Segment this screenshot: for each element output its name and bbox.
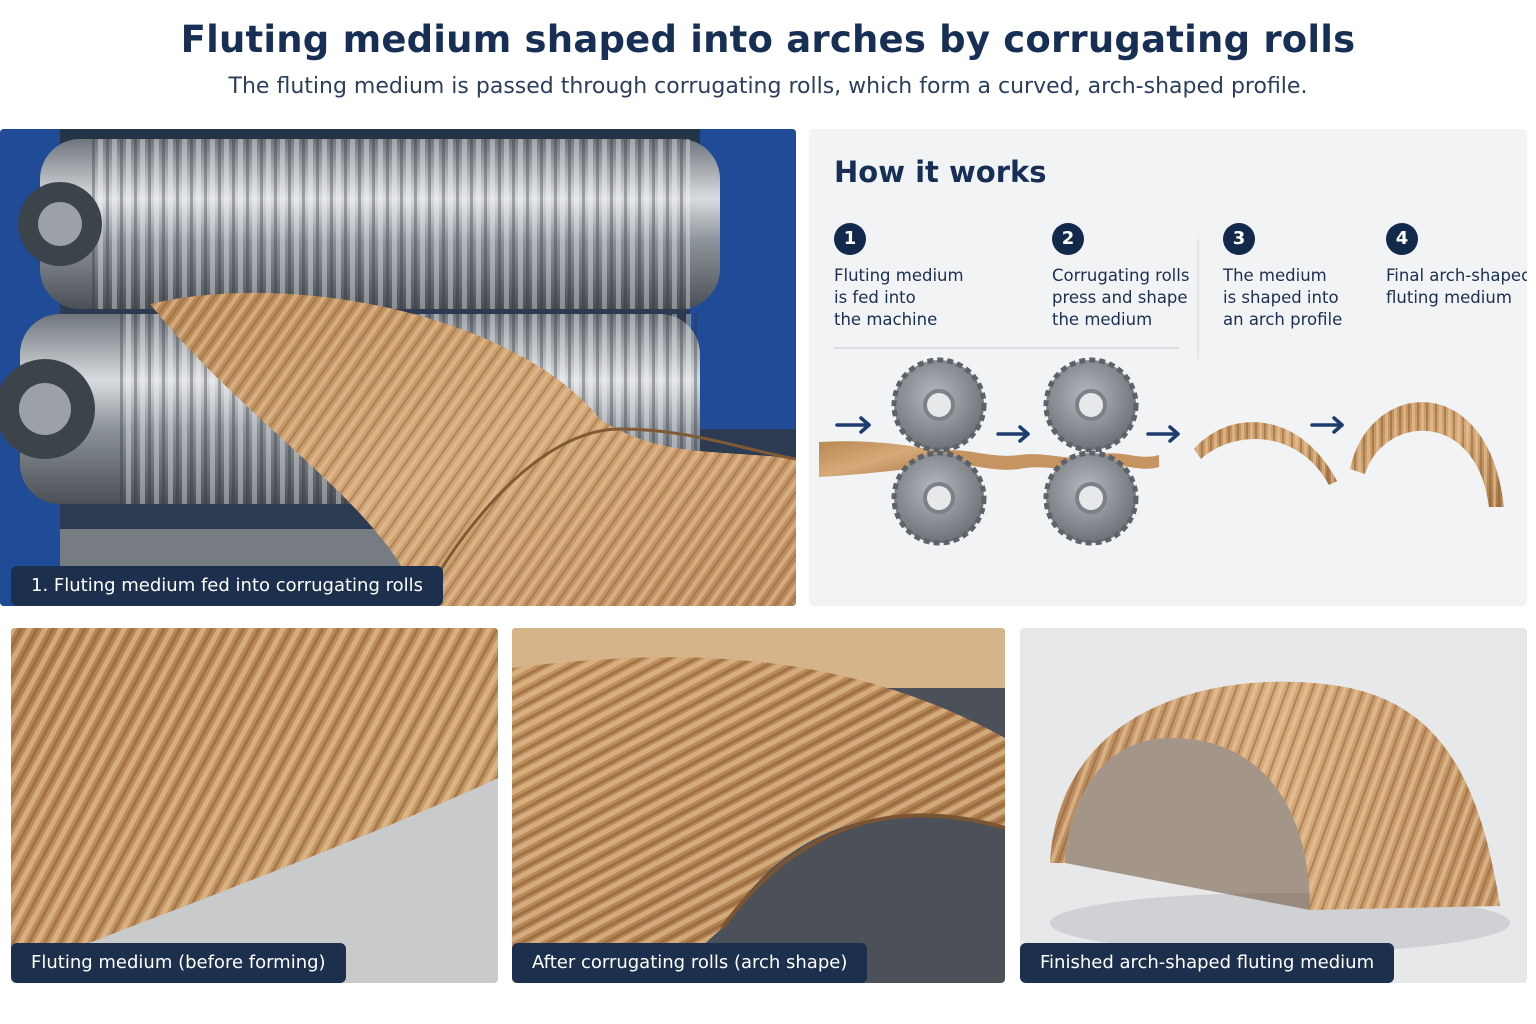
page-subtitle: The fluting medium is passed through cor… xyxy=(228,74,1308,99)
arrow-right-icon xyxy=(1146,425,1180,443)
finished-arch-photo-panel: Finished arch-shaped fluting medium xyxy=(1020,628,1527,983)
step-3-number: 3 xyxy=(1223,223,1255,255)
gear-icon xyxy=(1043,357,1139,453)
flat-medium-photo-panel: Fluting medium (before forming) xyxy=(11,628,498,983)
step-1-description: Fluting medium is fed into the machine xyxy=(834,266,964,329)
step-4-description: Final arch-shaped fluting medium xyxy=(1386,266,1527,307)
arrow-right-icon xyxy=(835,416,871,434)
step-2-number: 2 xyxy=(1052,223,1084,255)
finished-arch-illustration xyxy=(1020,628,1527,983)
how-it-works-title: How it works xyxy=(834,155,1047,189)
step-1-number: 1 xyxy=(834,223,866,255)
after-rolls-caption: After corrugating rolls (arch shape) xyxy=(512,943,868,983)
flat-medium-illustration xyxy=(11,628,498,983)
machine-illustration xyxy=(0,129,796,606)
arrow-right-icon xyxy=(996,425,1030,443)
how-it-works-panel: How it works 1 Fluting medium is fed int… xyxy=(809,129,1527,606)
after-rolls-photo-panel: After corrugating rolls (arch shape) xyxy=(512,628,1005,983)
finished-arch-caption: Finished arch-shaped fluting medium xyxy=(1020,943,1395,983)
after-rolls-illustration xyxy=(512,628,1005,983)
gear-icon xyxy=(891,357,987,453)
step-3-description: The medium is shaped into an arch profil… xyxy=(1223,266,1343,329)
step-2-description: Corrugating rolls press and shape the me… xyxy=(1052,266,1190,329)
process-diagram xyxy=(819,239,1504,546)
gear-icon xyxy=(891,450,987,546)
page-title: Fluting medium shaped into arches by cor… xyxy=(180,18,1356,61)
gear-icon xyxy=(1043,450,1139,546)
machine-photo-panel: 1. Fluting medium fed into corrugating r… xyxy=(0,129,796,606)
step-4-number: 4 xyxy=(1386,223,1418,255)
machine-photo-caption: 1. Fluting medium fed into corrugating r… xyxy=(11,566,444,606)
arrow-right-icon xyxy=(1310,416,1344,434)
flat-medium-caption: Fluting medium (before forming) xyxy=(11,943,346,983)
